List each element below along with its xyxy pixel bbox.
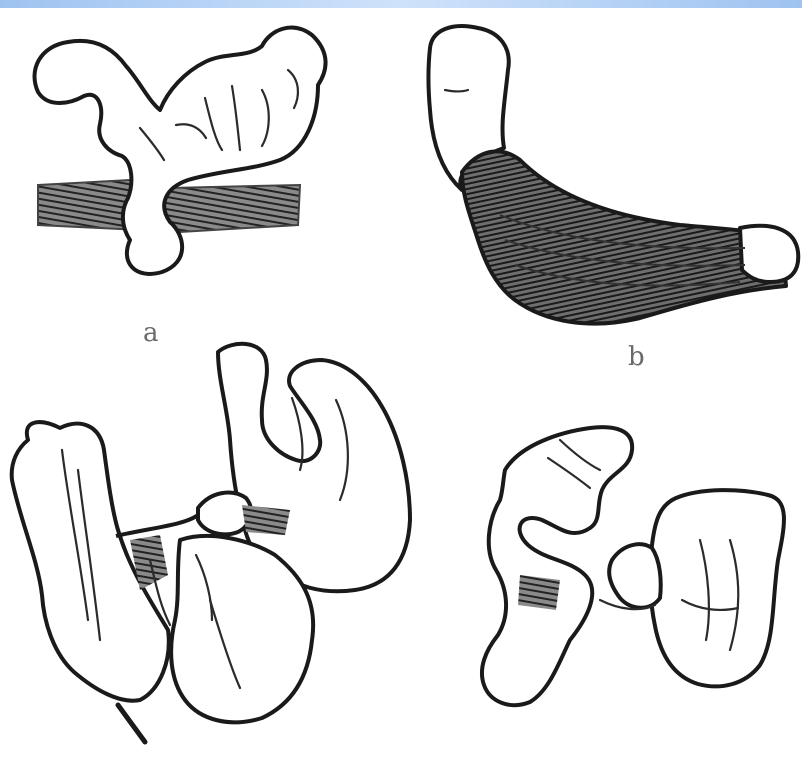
- panel-d-connector: [609, 544, 661, 608]
- panel-a-loop: [35, 28, 326, 274]
- panel-d-drawing: [482, 427, 784, 705]
- panel-label-a: a: [143, 318, 159, 348]
- panel-c-connector: [198, 493, 251, 535]
- panel-b-tip: [740, 226, 798, 282]
- panel-label-b: b: [628, 342, 645, 372]
- panel-b-sheath: [462, 151, 786, 323]
- panel-c-stem: [118, 705, 145, 742]
- panel-d-right-loop: [650, 490, 784, 686]
- panel-c-crossbar: [116, 515, 198, 536]
- panel-b-drawing: [429, 26, 799, 324]
- panel-c-shade: [242, 505, 290, 535]
- panel-c-drawing: [12, 344, 410, 742]
- panel-d-shade: [518, 575, 560, 610]
- panel-a-drawing: [35, 28, 326, 274]
